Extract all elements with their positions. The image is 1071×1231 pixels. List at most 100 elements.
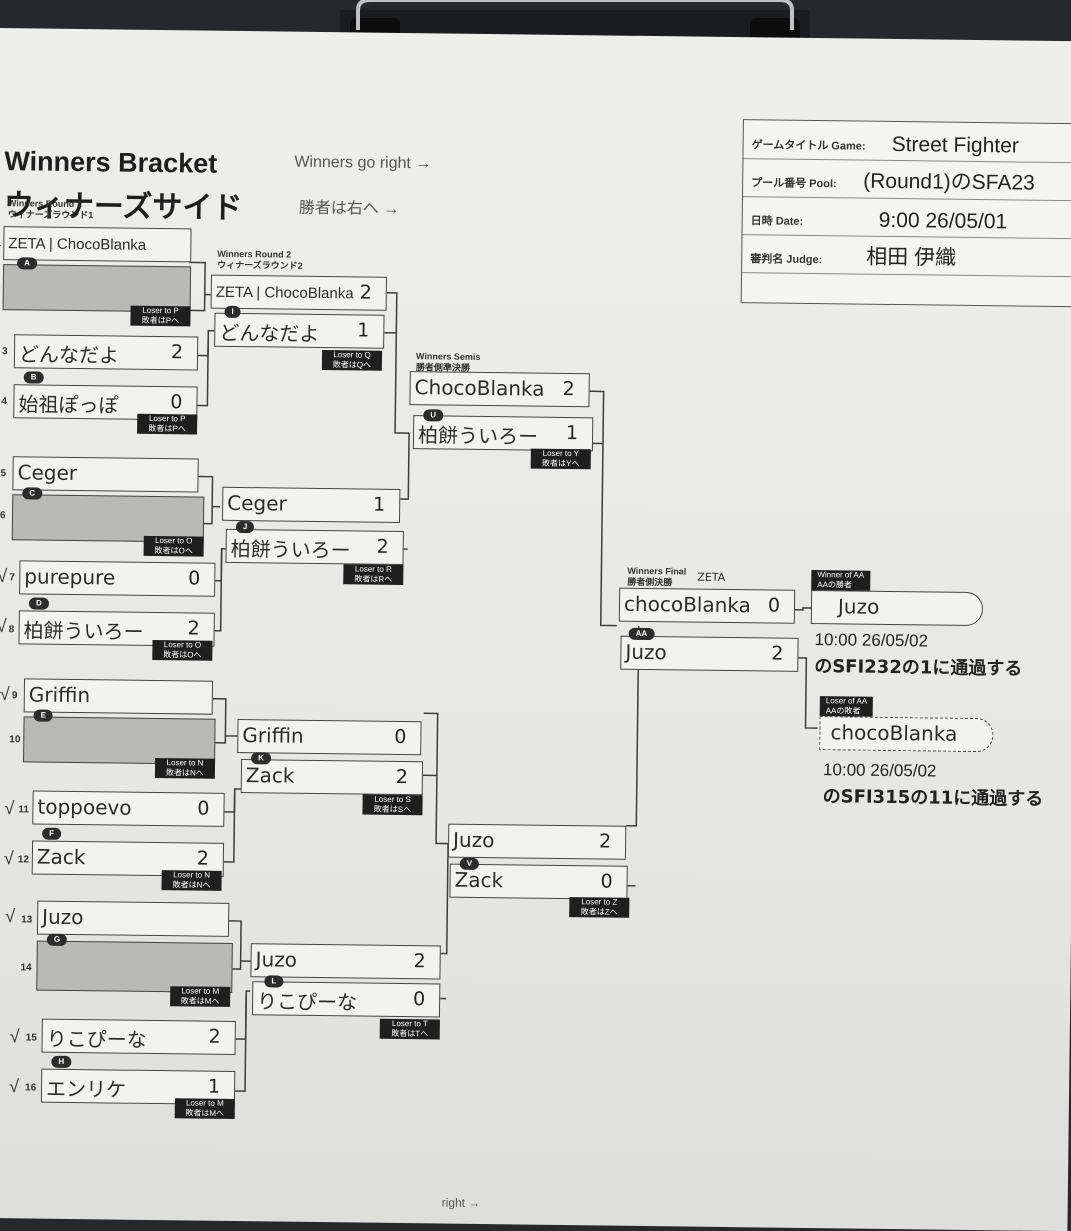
player-name: purepure [24,564,115,589]
match-label-AA: AA [629,628,655,640]
seed-14-slot[interactable] [36,941,233,993]
match-U-slot-top[interactable]: ChocoBlanka 2 [409,371,589,407]
seed-number: 16 [25,1082,36,1093]
check-mark-icon: √ [10,1026,20,1047]
seed-number: 1 [0,238,1,249]
match-label-C: C [22,487,42,499]
match-label-G: G [47,934,67,946]
player-score: 2 [187,617,199,639]
player-name: ChocoBlanka [414,375,544,401]
player-name: りこぴーな [257,985,357,1015]
player-score: 0 [394,726,406,748]
player-name: chocoBlanka [624,592,751,618]
seed-7-slot[interactable]: purepure 0 [19,560,215,596]
match-label-E: E [34,710,53,722]
match-K-slot-top[interactable]: Griffin 0 [237,719,421,755]
match-label-V: V [460,858,479,870]
player-name: Juzo [255,947,297,972]
seed-15-slot[interactable]: りこぴーな 2 [41,1019,235,1055]
player-name: Zack [454,868,503,893]
match-J-slot-top[interactable]: Ceger 1 [222,487,400,523]
player-score: 0 [197,798,209,820]
player-name: Zack [37,845,86,870]
match-I-slot-top[interactable]: ZETA | ChocoBlanka 2 [211,275,387,311]
match-AA-slot-bottom[interactable]: Juzo 2 [620,636,798,672]
match-label-B: B [24,371,44,383]
match-label-D: D [29,597,49,609]
check-mark-icon: √ [0,566,7,587]
match-K-slot-bottom[interactable]: Zack 2 [241,759,423,795]
seed-number: 11 [18,804,29,815]
player-name: Griffin [242,723,304,748]
winner-advance-time: 10:00 26/05/02 [814,630,928,651]
match-label-L: L [264,975,283,987]
check-mark-icon: √ [0,684,10,705]
seed-number: 6 [0,510,6,521]
player-score: 2 [197,848,209,870]
seed-9-slot[interactable]: Griffin [24,678,213,714]
player-name: 柏餅ういろー [418,419,538,449]
player-name: Juzo [625,640,667,665]
player-name: Juzo [838,594,880,619]
player-score: 2 [208,1026,220,1048]
check-mark-icon: √ [0,616,7,637]
match-AA-slot-top[interactable]: chocoBlanka 0 [619,588,795,624]
match-I-slot-bottom[interactable]: どんなだよ 1 [214,313,384,349]
match-label-K: K [251,752,271,764]
player-name: エンリケ [46,1073,126,1103]
player-name: りこぴーな [46,1023,146,1053]
loser-advance-time: 10:00 26/05/02 [823,760,937,781]
seed-number: 8 [9,624,15,635]
seed-number: 5 [0,468,6,479]
seed-number: 12 [18,854,29,865]
check-mark-icon: √ [4,848,14,869]
player-score: 2 [771,643,783,665]
loser-of-AA-slot[interactable]: chocoBlanka [819,716,993,752]
player-score: 0 [170,391,182,413]
seed-number: 13 [21,914,32,925]
match-V-slot-top[interactable]: Juzo 2 [448,824,626,860]
match-L-slot-top[interactable]: Juzo 2 [250,943,440,979]
player-score: 0 [413,988,425,1010]
player-score: 1 [208,1076,220,1098]
match-label-F: F [42,828,61,840]
player-name: どんなだよ [19,338,119,368]
match-label-U: U [423,409,443,421]
winner-of-AA-slot[interactable]: Juzo [811,590,983,626]
player-name: ZETA | ChocoBlanka [8,235,146,254]
seed-13-slot[interactable]: Juzo [37,901,229,937]
seed-3-slot[interactable]: どんなだよ 2 [14,334,198,370]
seed-11-slot[interactable]: toppoevo 0 [32,791,224,827]
winner-advance-message: のSFI232の1に通過する [814,652,1022,681]
footer-direction-hint: right → [442,1196,481,1210]
player-name: Ceger [227,491,287,516]
player-score: 2 [396,766,408,788]
seed-5-slot[interactable]: Ceger [12,456,198,492]
match-label-I: I [224,306,240,318]
match-label-H: H [51,1056,71,1068]
player-name: chocoBlanka [830,720,957,746]
seed-number: 15 [26,1032,37,1043]
match-J-slot-bottom[interactable]: 柏餅ういろー 2 [225,529,403,565]
seed-number: 3 [2,346,8,357]
player-name: Juzo [42,905,84,930]
seed-number: 7 [9,572,15,583]
seed-number: 14 [20,962,31,973]
match-V-slot-bottom[interactable]: Zack 0 [449,864,627,900]
match-label-A: A [17,257,37,269]
player-name: toppoevo [37,795,131,820]
